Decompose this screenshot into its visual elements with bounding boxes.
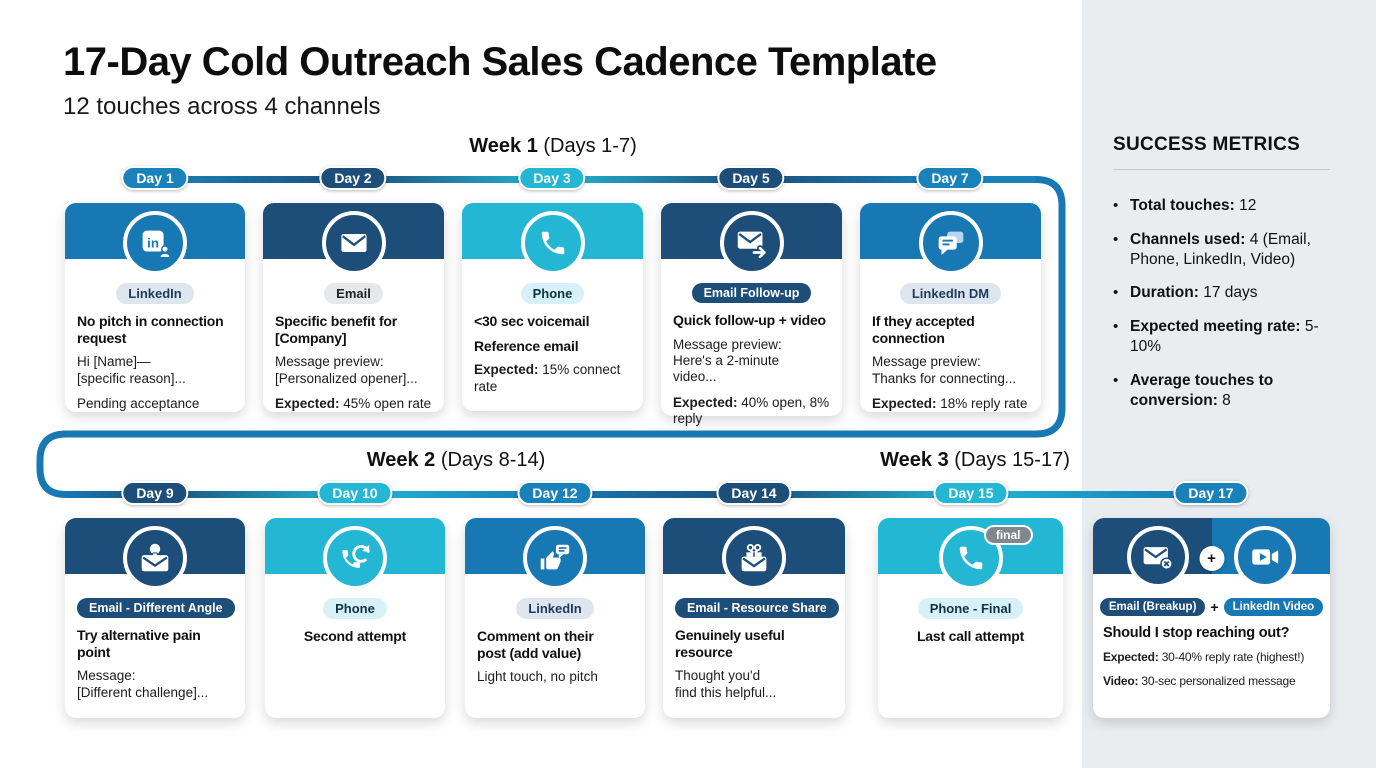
channel-pill: LinkedIn (516, 598, 594, 619)
card-day12-linkedin-comment: LinkedIn Comment on their post (add valu… (465, 518, 645, 718)
channel-pill: Email Follow-up (691, 283, 812, 303)
card-title: Specific benefit for [Company] (275, 313, 398, 346)
day-badge-5: Day 5 (717, 166, 785, 190)
card-text: Message preview: Here's a 2-minute video… (673, 336, 782, 385)
email-icon (321, 211, 386, 275)
metrics-divider (1113, 169, 1330, 170)
card-expected: Expected: 15% connect rate (474, 362, 621, 394)
metric-total-touches: Total touches: 12 (1113, 196, 1331, 216)
channel-pill: LinkedIn DM (899, 283, 1002, 304)
final-badge: final (983, 525, 1033, 545)
phone-retry-icon (323, 526, 387, 590)
channel-pills: Email (Breakup) + LinkedIn Video (1099, 598, 1324, 616)
card-text: Thought you'd find this helpful... (675, 668, 777, 700)
day-badge-14: Day 14 (716, 481, 792, 505)
channel-pill: Email - Resource Share (675, 598, 839, 618)
day-badge-2: Day 2 (319, 166, 387, 190)
week3-label: Week 3 (Days 15-17) (880, 449, 1070, 471)
day-badge-15: Day 15 (933, 481, 1009, 505)
metrics-heading: SUCCESS METRICS (1113, 134, 1301, 155)
card-title-2: Reference email (474, 337, 579, 354)
card-title: No pitch in connection request (77, 313, 224, 346)
card-day14-email-resource: Email - Resource Share Genuinely useful … (663, 518, 845, 718)
week1-label: Week 1 (Days 1-7) (469, 135, 637, 157)
linkedin-icon: in (123, 211, 187, 275)
thumbs-up-comment-icon (523, 526, 587, 590)
card-title: If they accepted connection (872, 313, 975, 346)
card-day7-linkedin-dm: LinkedIn DM If they accepted connection … (860, 203, 1041, 412)
metric-touches-to-conversion: Average touches to conversion: 8 (1113, 371, 1331, 411)
day-badge-17: Day 17 (1173, 481, 1249, 505)
card-video-note: Video: 30-sec personalized message (1103, 673, 1296, 688)
email-gift-icon (722, 526, 786, 590)
week2-label: Week 2 (Days 8-14) (366, 449, 546, 471)
card-text: Pending acceptance (77, 395, 200, 411)
card-text: Hi [Name]— [specific reason]... (77, 354, 186, 386)
card-text: Light touch, no pitch (477, 669, 598, 685)
email-breakup-icon (1127, 526, 1189, 588)
card-day5-email-followup: Email Follow-up Quick follow-up + video … (661, 203, 842, 426)
channel-pill: Phone - Final (917, 598, 1024, 619)
card-expected: Expected: 30-40% reply rate (highest!) (1103, 650, 1305, 665)
day-badge-12: Day 12 (517, 481, 593, 505)
card-expected: Expected: 18% reply rate (872, 395, 1028, 411)
channel-pill: Phone (323, 598, 387, 619)
card-day17-breakup-video: + Email (Breakup) + LinkedIn Video Shoul… (1093, 518, 1330, 718)
metric-duration: Duration: 17 days (1113, 283, 1331, 303)
channel-pill: Email (324, 283, 383, 304)
card-title: <30 sec voicemail (474, 313, 590, 329)
card-day15-phone-final: final Phone - Final Last call attempt (878, 518, 1063, 718)
card-day3-phone: Phone <30 sec voicemail Reference email … (462, 203, 643, 411)
email-forward-icon (719, 211, 784, 275)
plus-text: + (1210, 599, 1219, 615)
card-title: Quick follow-up + video (673, 312, 826, 328)
card-day10-phone: Phone Second attempt (265, 518, 445, 718)
phone-final-icon: final (938, 525, 1033, 590)
card-text: Message: [Different challenge]... (77, 668, 209, 700)
svg-text:in: in (147, 235, 159, 250)
email-idea-icon (123, 526, 187, 590)
channel-pill-linkedin-video: LinkedIn Video (1223, 598, 1324, 616)
card-day1-linkedin: in LinkedIn No pitch in connection reque… (65, 203, 245, 412)
day-badge-7: Day 7 (916, 166, 984, 190)
card-title: Second attempt (303, 628, 407, 644)
phone-icon (520, 211, 585, 275)
page-title: 17-Day Cold Outreach Sales Cadence Templ… (63, 40, 937, 84)
channel-pill: Phone (520, 283, 585, 304)
card-text: Message preview: Thanks for connecting..… (872, 354, 1017, 386)
video-camera-icon (1234, 526, 1296, 588)
metric-channels-used: Channels used: 4 (Email, Phone, LinkedIn… (1113, 230, 1331, 270)
metrics-list: Total touches: 12 Channels used: 4 (Emai… (1113, 196, 1331, 411)
page-subtitle: 12 touches across 4 channels (63, 93, 381, 120)
card-title: Last call attempt (916, 628, 1025, 644)
metric-meeting-rate: Expected meeting rate: 5-10% (1113, 317, 1331, 357)
card-expected: Expected: 45% open rate (275, 395, 432, 411)
day-badge-9: Day 9 (121, 481, 189, 505)
card-title: Comment on their post (add value) (477, 628, 594, 661)
card-day9-email-different-angle: Email - Different Angle Try alternative … (65, 518, 245, 718)
week2-3-timeline (66, 491, 1240, 498)
plus-icon: + (1199, 546, 1224, 571)
card-title: Try alternative pain point (77, 627, 201, 660)
card-text: Message preview: [Personalized opener]..… (275, 354, 418, 386)
day-badge-1: Day 1 (121, 166, 189, 190)
chat-bubbles-icon (918, 211, 983, 275)
channel-pill: Email - Different Angle (77, 598, 235, 618)
card-day2-email: Email Specific benefit for [Company] Mes… (263, 203, 444, 412)
channel-pill: LinkedIn (116, 283, 194, 304)
channel-pill-email-breakup: Email (Breakup) (1099, 598, 1206, 616)
card-expected: Expected: 40% open, 8% reply (673, 394, 830, 427)
card-title: Should I stop reaching out? (1103, 625, 1290, 641)
card-title: Genuinely useful resource (675, 627, 785, 660)
day-badge-3: Day 3 (518, 166, 586, 190)
day-badge-10: Day 10 (317, 481, 393, 505)
